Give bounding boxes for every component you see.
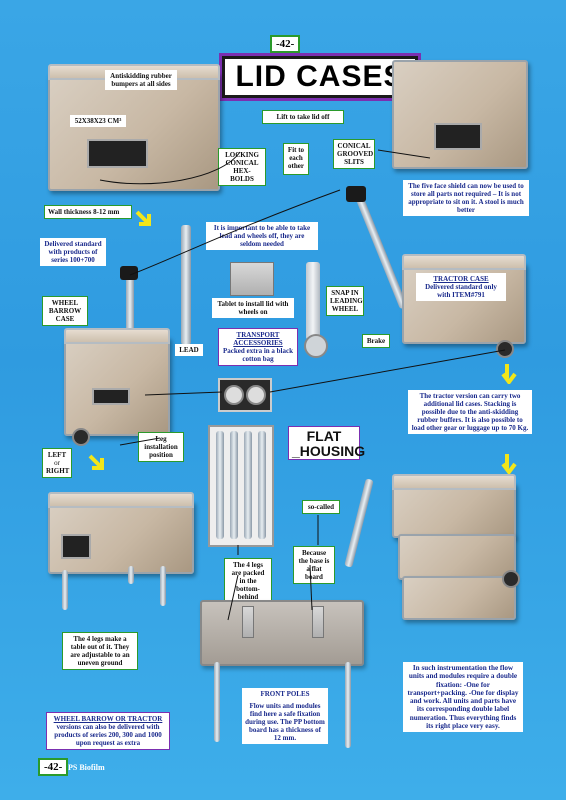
stacked-case-bottom [402,576,516,620]
conical-slits-label: CONICAL GROOVED SLITS [333,139,375,170]
tablet-label: Tablet to install lid with wheels on [212,298,294,319]
important-note: It is important to be able to take lead … [206,222,318,251]
dimensions-label: 52X38X23 CM³ [70,115,126,128]
locking-bolts-label: LOCKING CONICAL HEX-BOLDS [218,148,266,187]
leg [128,566,134,584]
wheel-barrow-case-photo [64,328,170,436]
wheel-barrow-or-tractor-note: WHEEL BARROW OR TRACTOR versions can als… [46,712,170,751]
leg-installation-label: Leg installation position [138,432,184,463]
stack-pole [344,478,374,568]
leg [62,570,68,610]
leg [214,662,220,742]
stacked-case-top [392,474,516,538]
because-base-label: Because the base is a flat board [293,546,335,585]
tractor-case-label: TRACTOR CASE Delivered standard only wit… [416,273,506,302]
antiskid-label: Antiskidding rubber bumpers at all sides [105,70,177,91]
tractor-version-text: The tractor version can carry two additi… [408,390,532,435]
flat-housing-photo [200,600,364,666]
instrumentation-text: In such instrumentation the flow units a… [403,662,523,733]
page-number-bottom: -42- [38,758,69,776]
brake-label: Brake [362,334,390,349]
snap-wheel-label: SNAP IN LEADING WHEEL [326,286,364,317]
down-arrow-icon [88,452,106,475]
footer-brand: PS Biofilm [68,763,105,772]
tractor-pole-grip [346,186,366,202]
down-arrow-icon [500,452,520,479]
wheel-barrow-case-label: WHEEL BARROW CASE [42,296,88,327]
leading-wheel [304,334,328,358]
wheels-photo [218,378,272,412]
pole-grip [120,266,138,280]
stacked-case-middle [398,534,516,580]
legs-packed-label: The 4 legs are packed in the bottom-behi… [224,558,272,605]
so-called-label: so-called [302,500,340,515]
page-title: LID CASES [222,56,418,98]
five-face-shield-text: The five face shield can now be used to … [403,180,529,217]
leading-wheel-rod [306,262,320,340]
transport-accessories-label: TRANSPORT ACCESSORIES Packed extra in a … [218,328,298,367]
delivered-series-label: Delivered standard with products of seri… [40,238,106,267]
page-number-top: -42- [270,35,301,53]
lead-label: LEAD [175,344,203,357]
leg [345,662,351,748]
flat-housing-label: FLAT_HOUSING [288,426,365,460]
case-on-legs-photo [48,492,194,574]
wall-thickness-label: Wall thickness 8-12 mm [44,205,132,220]
tablet-photo [230,262,274,296]
lead-pole [181,225,191,345]
leg [160,566,166,606]
stack-wheel [502,570,520,588]
wheel [72,428,90,446]
legs-packed-photo [208,425,274,547]
wheel-barrow-pole [126,270,134,340]
tractor-wheel [496,340,514,358]
legs-table-label: The 4 legs make a table out of it. They … [62,632,138,671]
down-arrow-icon [500,362,520,389]
front-poles-label: FRONT POLES Flow units and modules find … [242,688,328,745]
down-arrow-icon [135,208,153,231]
fit-label: Fit to each other [283,143,309,175]
open-lid-case-photo [392,60,528,169]
lift-lid-label: Lift to take lid off [262,110,344,125]
